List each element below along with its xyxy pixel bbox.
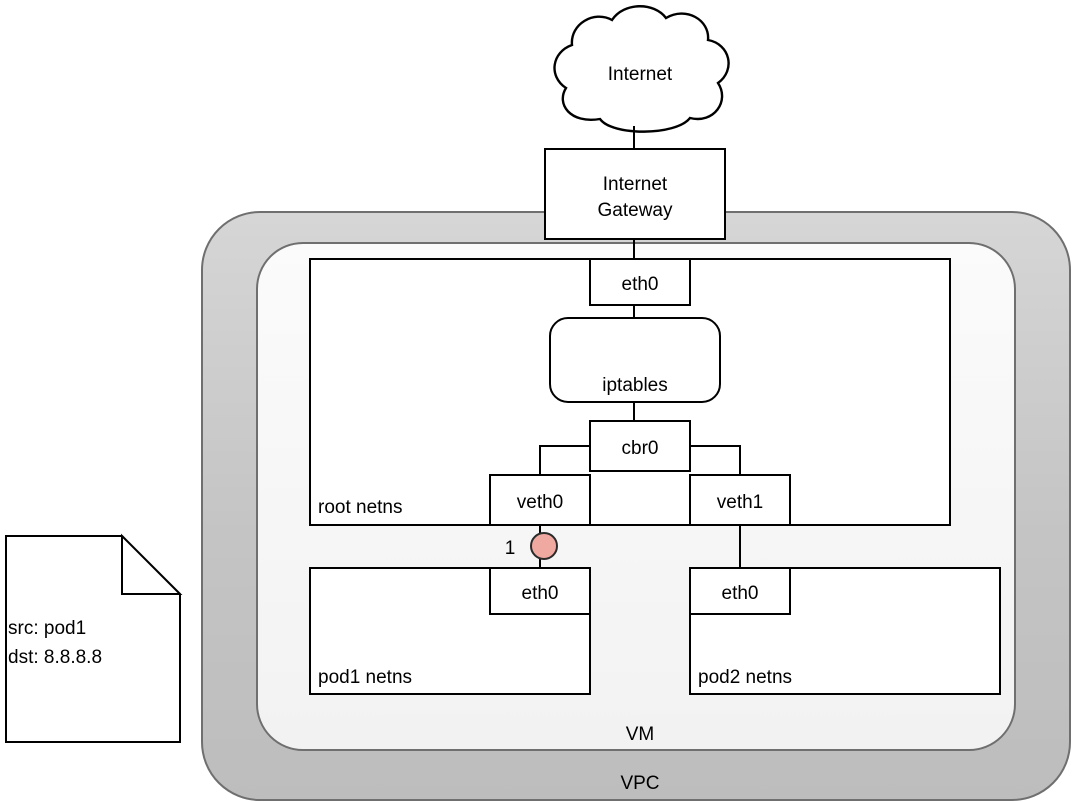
node-veth0: veth0 (489, 474, 591, 526)
node-veth1: veth1 (689, 474, 791, 526)
cloud-shape (553, 5, 730, 133)
root-netns-label: root netns (318, 497, 403, 518)
packet-note-fold-icon (121, 533, 183, 595)
connector-cbr0-to-veth1 (690, 445, 741, 475)
iptables-label: iptables (602, 375, 668, 396)
cbr0-box (589, 420, 691, 472)
pod1-netns-label: pod1 netns (318, 667, 412, 688)
marker-step-1-dot (530, 532, 558, 560)
node-pod2-eth0: eth0 (689, 567, 791, 615)
cloud-label: Internet (608, 64, 673, 85)
pod2-netns-label: pod2 netns (698, 667, 792, 688)
internet-gateway-box (544, 148, 726, 240)
vpc-label: VPC (620, 773, 659, 794)
internet-gateway-label-line1: Internet (603, 174, 668, 195)
packet-note: src: pod1 dst: 8.8.8.8 (5, 533, 183, 743)
vm-label: VM (626, 724, 655, 745)
veth0-label: veth0 (517, 492, 563, 513)
internet-gateway-label-line2: Gateway (598, 200, 673, 221)
marker-step-1-label: 1 (505, 538, 516, 559)
internet-cloud: Internet (553, 5, 730, 133)
node-iptables: iptables (549, 317, 721, 403)
connector-cbr0-to-veth0 (539, 445, 590, 475)
node-internet-gateway: Internet Gateway (544, 148, 726, 240)
packet-note-line2: dst: 8.8.8.8 (8, 647, 102, 668)
root-eth0-box (589, 258, 691, 306)
root-eth0-label: eth0 (622, 274, 659, 295)
veth1-label: veth1 (717, 492, 763, 513)
pod1-eth0-label: eth0 (522, 583, 559, 604)
node-root-eth0: eth0 (589, 258, 691, 306)
node-pod1-eth0: eth0 (489, 567, 591, 615)
marker-step-1: 1 (505, 532, 558, 560)
node-cbr0: cbr0 (589, 420, 691, 472)
pod2-eth0-label: eth0 (722, 583, 759, 604)
packet-note-line1: src: pod1 (8, 618, 86, 639)
pod2-eth0-box (689, 567, 791, 615)
veth0-box (489, 474, 591, 526)
cbr0-label: cbr0 (622, 438, 659, 459)
pod1-eth0-box (489, 567, 591, 615)
veth1-box (689, 474, 791, 526)
